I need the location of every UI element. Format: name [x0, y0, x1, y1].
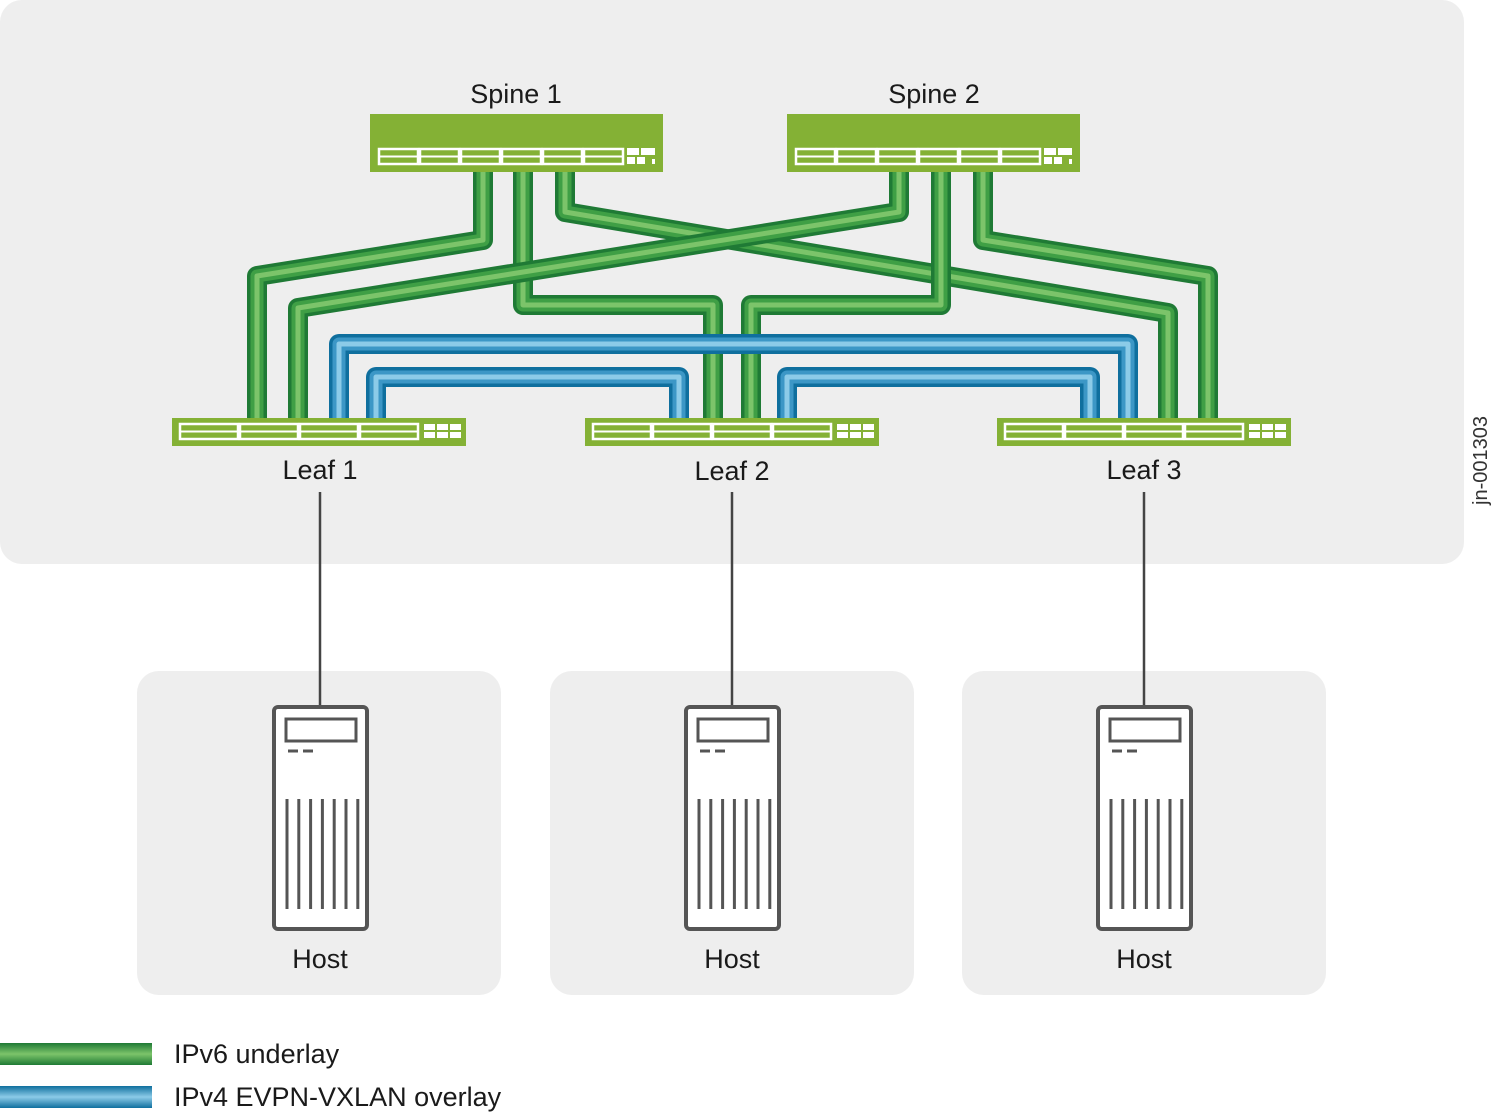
overlay-link-leaf-1-leaf-2	[366, 367, 689, 420]
underlay-link-spine-1-leaf-3	[555, 172, 1178, 420]
overlay-link-leaf-2-leaf-3	[777, 367, 1100, 420]
server-icon	[684, 705, 781, 931]
overlay-link-leaf-1-leaf-3	[329, 334, 1138, 420]
server-icon	[1096, 705, 1193, 931]
legend-label: IPv6 underlay	[174, 1038, 340, 1069]
underlay-link-spine-2-leaf-3	[973, 172, 1218, 420]
leaf-3-label: Leaf 3	[1106, 455, 1182, 485]
spine-1-label: Spine 1	[470, 79, 562, 109]
spine-2-label: Spine 2	[888, 79, 980, 109]
leaf-3-switch-icon	[997, 418, 1291, 446]
fabric-panel	[0, 0, 1464, 564]
hosts-layer	[272, 705, 1193, 931]
leaf-2-switch-icon	[585, 418, 879, 446]
figure-id: jn-001303	[1470, 416, 1492, 505]
host-1-server-icon	[272, 705, 369, 931]
spine-1-switch-icon	[370, 114, 663, 172]
legend-item-overlay: IPv4 EVPN-VXLAN overlay	[0, 1081, 502, 1112]
legend-label: IPv4 EVPN-VXLAN overlay	[174, 1081, 502, 1112]
overlay-swatch	[0, 1086, 152, 1108]
leaf-1-label: Leaf 1	[282, 455, 358, 485]
legend-item-underlay: IPv6 underlay	[0, 1038, 340, 1069]
server-icon	[272, 705, 369, 931]
host-3-server-icon	[1096, 705, 1193, 931]
underlay-swatch	[0, 1043, 152, 1065]
underlay-link-spine-1-leaf-1	[247, 172, 493, 420]
host-2-server-icon	[684, 705, 781, 931]
drive-bay	[284, 717, 358, 743]
underlay-link-spine-2-leaf-1	[288, 172, 909, 420]
host-uplinks	[318, 492, 1146, 707]
drive-bay	[696, 717, 770, 743]
links-layer	[247, 172, 1218, 420]
spine-2-switch-icon	[787, 114, 1080, 172]
host-1-label: Host	[292, 944, 348, 974]
switches-layer	[172, 114, 1291, 446]
host-3-label: Host	[1116, 944, 1172, 974]
underlay-link-spine-1-leaf-2	[513, 172, 723, 420]
underlay-link-spine-2-leaf-2	[741, 172, 951, 420]
host-2-label: Host	[704, 944, 760, 974]
leaf-1-switch-icon	[172, 418, 466, 446]
drive-bay	[1108, 717, 1182, 743]
leaf-2-label: Leaf 2	[694, 456, 770, 486]
